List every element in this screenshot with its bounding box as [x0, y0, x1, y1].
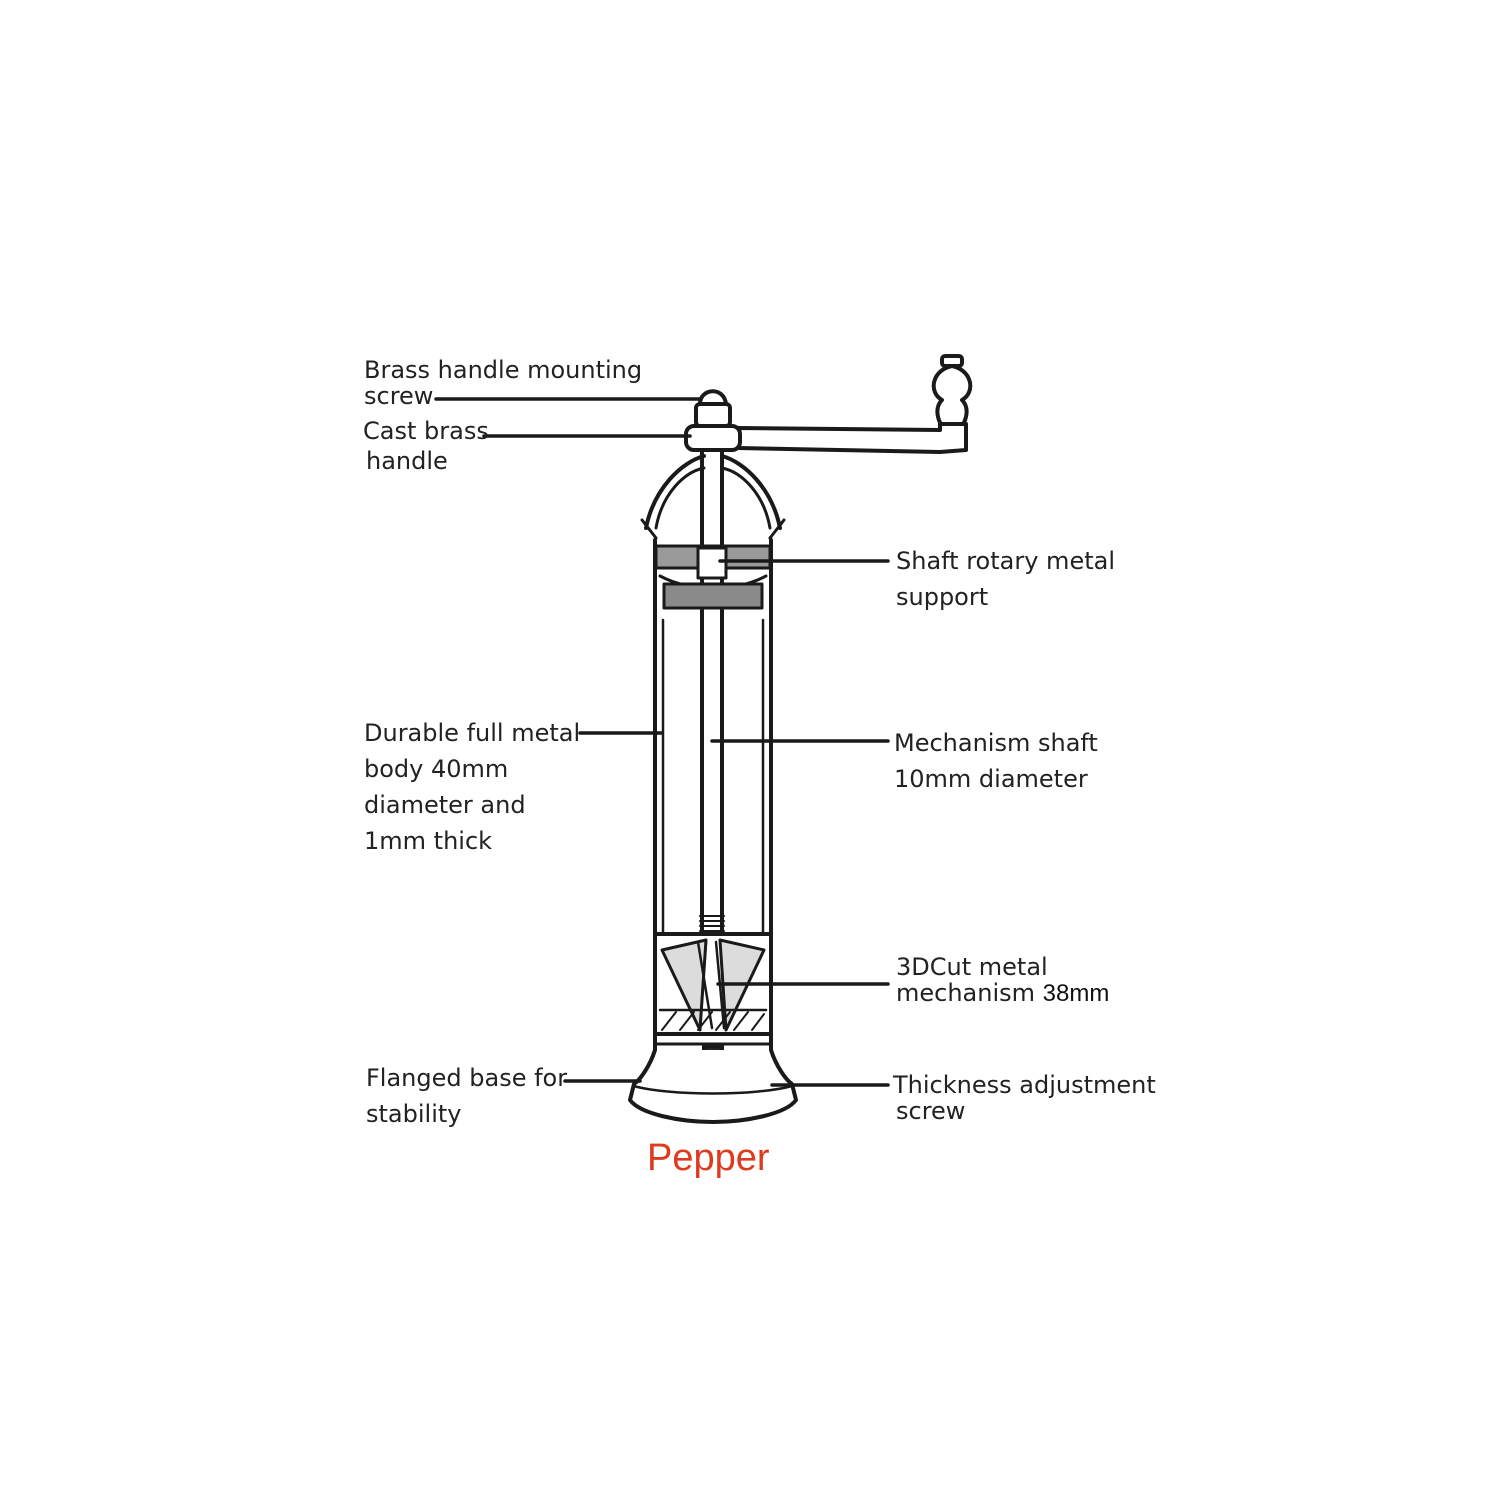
label-flanged-base: Flanged base for stability [366, 1060, 567, 1132]
handle-hub [684, 424, 742, 452]
label-line: 3DCut metal [896, 953, 1048, 981]
label-thickness-adjustment-screw: Thickness adjustment screw [893, 1072, 1156, 1124]
label-line: stability [366, 1100, 462, 1128]
label-line: body 40mm [364, 755, 509, 783]
leader-lines [434, 397, 890, 1087]
shaft-spring [699, 915, 725, 932]
mounting-screw [694, 389, 732, 428]
caption-pepper: Pepper [647, 1137, 770, 1179]
label-line: handle [366, 447, 448, 475]
label-line: Thickness adjustment [893, 1071, 1156, 1099]
crank-arm [736, 422, 968, 454]
label-durable-full-metal-body: Durable full metal body 40mm diameter an… [364, 715, 580, 859]
label-line: screw [364, 382, 434, 410]
label-word: mechanism [896, 979, 1036, 1007]
label-cast-brass-handle: Cast brass handle [363, 416, 489, 476]
label-line: 10mm diameter [894, 765, 1088, 793]
cut-mechanism-drawing [653, 932, 773, 1046]
label-line: Mechanism shaft [894, 729, 1098, 757]
label-line: Durable full metal [364, 719, 581, 747]
label-line: Brass handle mounting [364, 356, 643, 384]
shaft-support-drawing [654, 544, 772, 610]
label-mechanism-shaft: Mechanism shaft 10mm diameter [894, 725, 1098, 797]
label-brass-handle-mounting-screw: Brass handle mounting screw [364, 357, 642, 409]
label-line: 1mm thick [364, 827, 493, 855]
label-line: diameter and [364, 791, 526, 819]
label-line: Flanged base for [366, 1064, 568, 1092]
mechanism-shaft-drawing [700, 448, 724, 932]
label-size: 38mm [1042, 980, 1110, 1007]
label-line: Cast brass [363, 417, 489, 445]
label-line: mechanism 38mm [896, 980, 1109, 1007]
label-line: screw [896, 1097, 966, 1125]
label-line: support [896, 583, 989, 611]
handle-knob [931, 354, 973, 428]
label-shaft-rotary-metal-support: Shaft rotary metal support [896, 543, 1115, 615]
label-line: Shaft rotary metal [896, 547, 1115, 575]
label-3dcut-metal-mechanism: 3DCut metal mechanism 38mm [896, 954, 1109, 1007]
dome-cap [640, 454, 786, 540]
